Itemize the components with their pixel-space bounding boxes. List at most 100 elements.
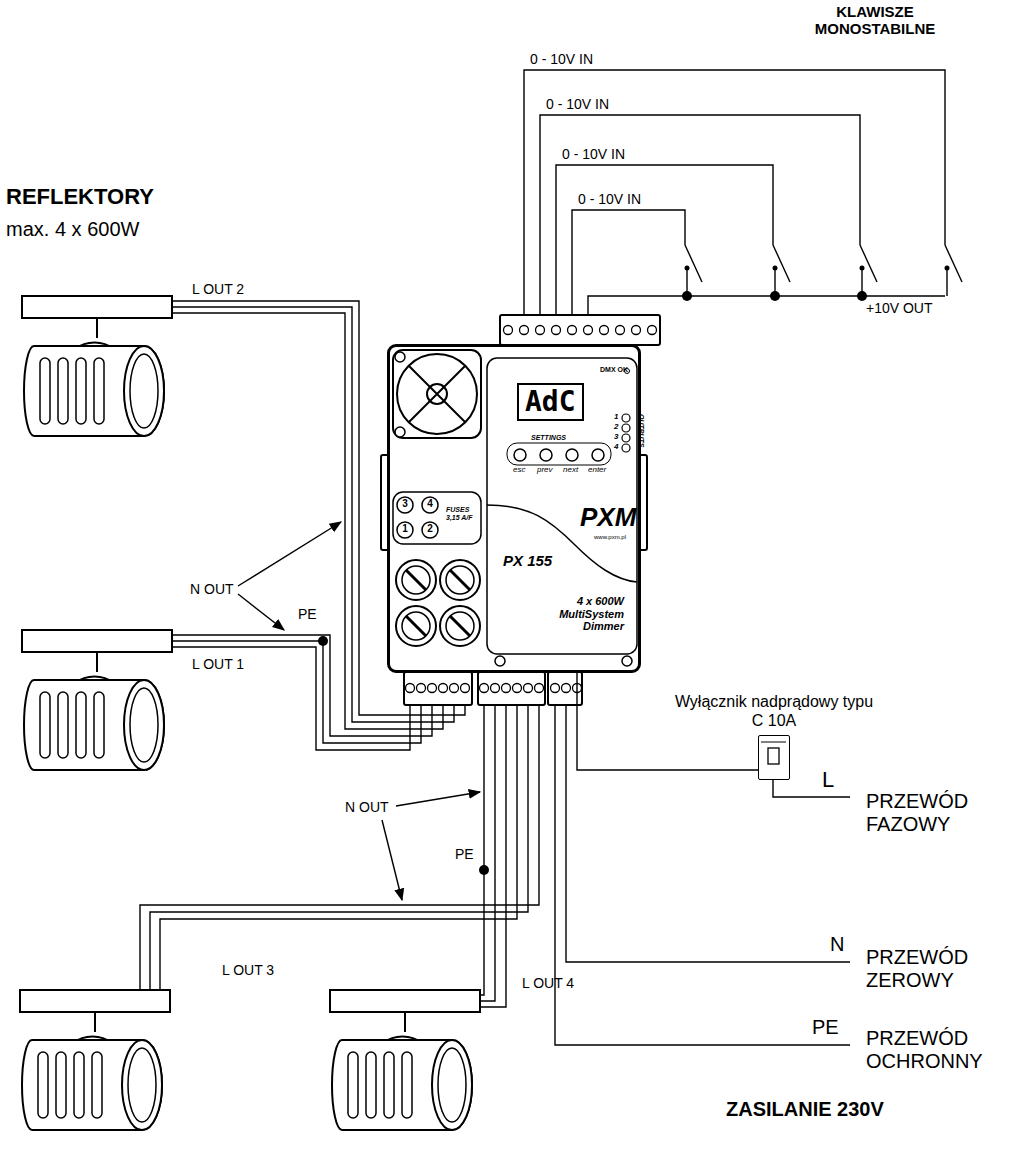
drawing-part xyxy=(330,990,480,1130)
conductor-name: PRZEWÓD ZEROWY xyxy=(866,946,1006,992)
drawing-part xyxy=(393,350,481,438)
drawing-part xyxy=(622,414,630,422)
fuse-rating: FUSES 3,15 A/F xyxy=(446,506,482,522)
wire-name: PE xyxy=(455,846,474,862)
drawing-part xyxy=(622,424,630,432)
drawing-part xyxy=(495,656,505,666)
drawing-part xyxy=(404,672,472,705)
drawing-part xyxy=(238,594,284,630)
output-number: 1 xyxy=(614,412,618,421)
drawing-part xyxy=(860,266,865,271)
drawing-part xyxy=(150,705,528,990)
drawing-part xyxy=(20,990,170,1130)
terminal-screw xyxy=(491,684,500,693)
drawing-part xyxy=(22,630,172,770)
drawing-part xyxy=(555,705,850,1045)
wire-name: L OUT 2 xyxy=(192,281,244,297)
terminal-screw xyxy=(562,684,571,693)
output-number: 2 xyxy=(614,422,618,431)
drawing-part xyxy=(487,358,637,654)
breaker-symbol xyxy=(759,736,788,778)
drawing-part xyxy=(480,705,484,995)
wire-name: L OUT 1 xyxy=(192,656,244,672)
drawing-part xyxy=(409,366,465,422)
reflectors-heading: REFLEKTORY xyxy=(6,184,154,209)
terminal-screw xyxy=(502,684,511,693)
terminal-screw xyxy=(616,326,625,335)
drawing-part xyxy=(393,492,481,544)
drawing-part xyxy=(395,352,405,362)
breaker-lever xyxy=(768,748,779,764)
drawing-part xyxy=(396,792,480,806)
drawing-part xyxy=(622,434,630,442)
terminal-screw xyxy=(513,684,522,693)
wire-name: L OUT 3 xyxy=(222,962,274,978)
signal-name: 0 - 10V IN xyxy=(562,146,625,162)
drawing-part xyxy=(397,354,477,434)
conductor-name: PRZEWÓD OCHRONNY xyxy=(866,1027,1006,1073)
drawing-part xyxy=(622,656,632,666)
terminal-screw xyxy=(600,326,609,335)
button-label: enter xyxy=(588,465,606,474)
drawing-part xyxy=(540,449,552,461)
drawing-part xyxy=(500,315,660,345)
drawing-part xyxy=(388,345,640,672)
terminal-screw xyxy=(524,684,533,693)
conductor-name: PRZEWÓD FAZOWY xyxy=(866,790,1006,836)
signal-name: 0 - 10V IN xyxy=(530,51,593,67)
drawing-part xyxy=(480,705,506,1007)
drawing-part xyxy=(946,270,947,296)
conductor-letter: N xyxy=(830,933,844,956)
drawing-part xyxy=(406,570,470,636)
circuit-breaker: Wyłącznik nadprądowy typu C 10A xyxy=(758,735,790,780)
panel-text: DMX OK xyxy=(600,366,628,374)
display-text: AdC xyxy=(525,386,576,418)
terminal-screw xyxy=(536,326,545,335)
output-number: 3 xyxy=(614,432,618,441)
model-description: 4 x 600W MultiSystem Dimmer xyxy=(544,595,624,633)
drawing-part xyxy=(514,449,526,461)
signal-name: 0 - 10V IN xyxy=(546,96,609,112)
drawing-part xyxy=(556,165,773,315)
drawing-part xyxy=(945,266,950,271)
drawing-part xyxy=(397,497,413,513)
wire-name: PE xyxy=(298,606,317,622)
terminal-screws xyxy=(406,326,657,693)
drawing-part xyxy=(422,497,438,513)
terminal-screw xyxy=(551,684,560,693)
terminal-screw xyxy=(461,684,470,693)
terminal-screw xyxy=(648,326,657,335)
conductor-letter: PE xyxy=(812,1016,839,1039)
terminal-screw xyxy=(428,684,437,693)
panel-text: SETTINGS xyxy=(531,434,566,442)
display-box: AdC xyxy=(517,383,584,421)
model-name: PX 155 xyxy=(503,552,552,569)
power-rating: max. 4 x 600W xyxy=(6,218,139,241)
drawing-part xyxy=(685,266,690,271)
drawing-part xyxy=(422,522,438,538)
brand-url: www.pxm.pl xyxy=(594,534,626,541)
wire-name: L OUT 4 xyxy=(522,975,574,991)
fuse-number: 3 xyxy=(397,498,413,510)
supply-heading: ZASILANIE 230V xyxy=(726,1098,884,1121)
drawing-part xyxy=(507,443,611,465)
drawing-part xyxy=(22,296,172,436)
junction-dots xyxy=(318,266,950,876)
terminal-screw xyxy=(450,684,459,693)
drawing-part xyxy=(238,522,341,586)
drawing-part xyxy=(566,449,578,461)
terminal-screw xyxy=(480,684,489,693)
breaker-line xyxy=(761,742,786,743)
terminal-screw xyxy=(632,326,641,335)
drawing-part xyxy=(622,444,630,452)
drawing-part xyxy=(770,291,780,301)
terminal-screw xyxy=(568,326,577,335)
drawing-part xyxy=(524,70,945,315)
keys-heading: KLAWISZE MONOSTABILNE xyxy=(805,3,945,38)
conductor-letter: L xyxy=(822,767,834,792)
drawing-part xyxy=(478,672,545,705)
drawing-part xyxy=(397,522,413,538)
drawing-part xyxy=(395,427,405,437)
drawing-part xyxy=(572,210,685,315)
